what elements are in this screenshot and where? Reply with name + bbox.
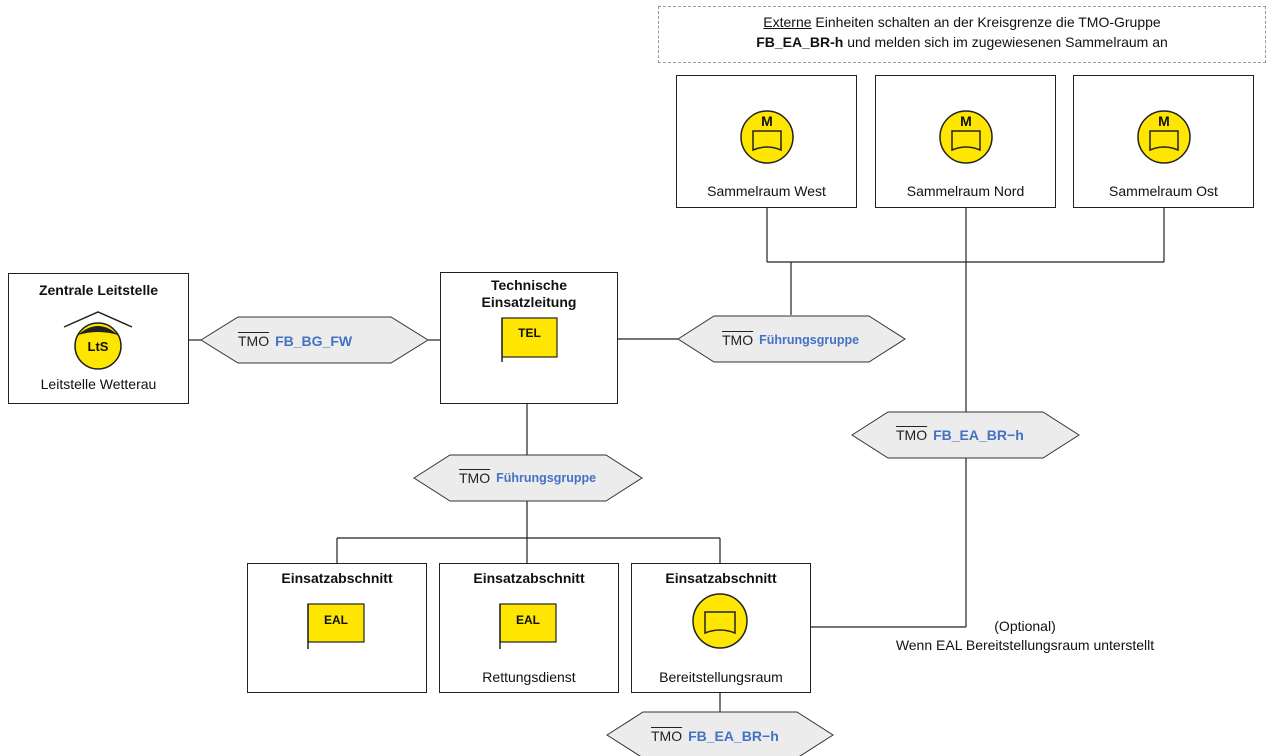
sammelraum-west-label: Sammelraum West <box>707 183 826 199</box>
link-group: Führungsgruppe <box>496 471 597 485</box>
eal-1-flag-text: EAL <box>324 613 348 627</box>
link-label-tel-down: TMO Führungsgruppe <box>459 468 596 488</box>
link-hexagon-tel-right <box>677 315 906 363</box>
optional-line2: Wenn EAL Bereitstellungsraum unterstellt <box>895 637 1155 653</box>
link-group: FB_EA_BR−h <box>688 728 779 744</box>
link-group: Führungsgruppe <box>759 333 860 347</box>
link-prefix: TMO <box>238 333 270 349</box>
link-label-nord: TMO FB_EA_BR−h <box>896 425 1024 445</box>
sammelraum-west-letter: M <box>761 113 773 129</box>
link-label-tel-right: TMO Führungsgruppe <box>722 330 859 350</box>
leitstelle-icon-text: LtS <box>87 339 109 354</box>
note-underlined-word: Externe <box>763 14 812 30</box>
tel-flag-text: TEL <box>518 326 541 340</box>
info-note: Externe Einheiten schalten an der Kreisg… <box>658 6 1266 63</box>
einsatzabschnitt-3-label: Bereitstellungsraum <box>659 669 783 685</box>
link-group: FB_BG_FW <box>275 333 353 349</box>
link-hexagon-tel-down <box>413 454 643 502</box>
einsatzabschnitt-1-title: Einsatzabschnitt <box>281 570 393 586</box>
link-prefix: TMO <box>459 470 491 486</box>
eal-2-flag-text: EAL <box>516 613 540 627</box>
link-hexagon-nord <box>851 411 1080 459</box>
link-group: FB_EA_BR−h <box>933 427 1024 443</box>
link-hexagon-leitstelle <box>200 316 429 364</box>
link-hexagon-bottom <box>606 711 834 756</box>
optional-line1: (Optional) <box>994 618 1056 634</box>
einsatzabschnitt-2-title: Einsatzabschnitt <box>473 570 585 586</box>
link-prefix: TMO <box>722 332 754 348</box>
link-prefix: TMO <box>651 728 683 744</box>
link-label-bottom: TMO FB_EA_BR−h <box>651 726 779 746</box>
leitstelle-label: Leitstelle Wetterau <box>40 376 157 392</box>
sammelraum-nord-label: Sammelraum Nord <box>906 183 1025 199</box>
sammelraum-ost-letter: M <box>1158 113 1170 129</box>
link-prefix: TMO <box>896 427 928 443</box>
sammelraum-ost-label: Sammelraum Ost <box>1109 183 1218 199</box>
note-line2-text: und melden sich im zugewiesenen Sammelra… <box>843 34 1168 50</box>
tel-title-line1: Technische <box>491 277 567 293</box>
link-label-leitstelle: TMO FB_BG_FW <box>238 331 352 351</box>
note-group-name: FB_EA_BR-h <box>756 34 844 50</box>
sammelraum-nord-letter: M <box>960 113 972 129</box>
einsatzabschnitt-3-title: Einsatzabschnitt <box>665 570 777 586</box>
leitstelle-title: Zentrale Leitstelle <box>38 282 159 298</box>
note-line1-text: Einheiten schalten an der Kreisgrenze di… <box>811 14 1161 30</box>
optional-note: (Optional) Wenn EAL Bereitstellungsraum … <box>860 617 1190 655</box>
tel-title-line2: Einsatzleitung <box>481 294 577 310</box>
einsatzabschnitt-2-label: Rettungsdienst <box>482 669 576 685</box>
connector-lines <box>189 207 1165 712</box>
